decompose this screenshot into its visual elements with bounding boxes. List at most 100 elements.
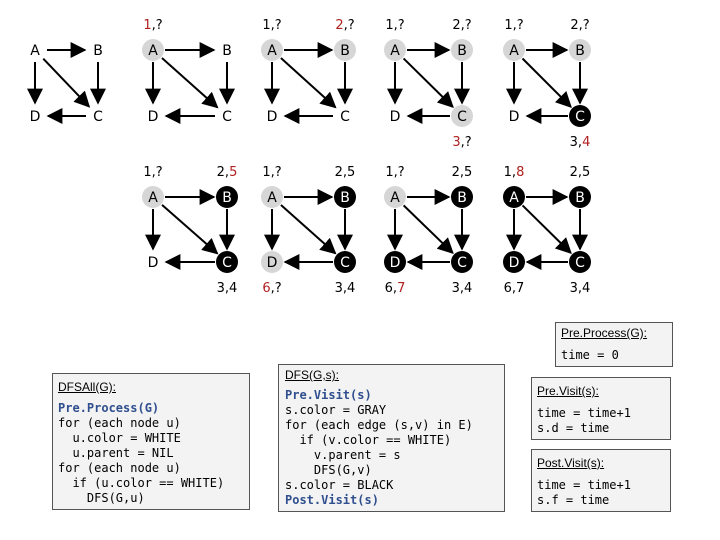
node-C-time-label: 3,? [452,135,471,150]
node-C [216,105,238,127]
preprocess-code-line-0: time = 0 [561,348,619,362]
node-A-time-label: 1,? [262,18,281,33]
node-B-name: B [457,43,467,59]
node-D-name: D [148,109,159,125]
time-label-part: 3,4 [217,281,238,296]
previsit-code-line-0: time = time+1 [537,406,631,420]
dfsall-code-line-3: u.parent = NIL [58,446,174,460]
node-D [503,251,525,273]
node-C-name: C [340,255,350,271]
time-label-part: 2,? [452,18,471,33]
node-D [384,105,406,127]
node-D [142,251,164,273]
node-D [261,251,283,273]
dfsall-code-line-6: DFS(G,u) [58,491,145,505]
edge-A-C [161,57,219,109]
postvisit-code-box: Post.Visit(s): time = time+1 s.f = time [531,449,671,512]
node-D-name: D [509,109,520,125]
postvisit-code: time = time+1 s.f = time [537,478,631,508]
node-D-name: D [267,255,278,271]
node-B-name: B [93,43,103,59]
time-label-part: 7 [397,281,405,296]
edge-A-C [521,204,572,255]
preprocess-title: Pre.Process(G): [561,326,648,340]
postvisit-code-line-1: s.f = time [537,493,610,507]
edge-A-C [42,57,91,108]
graph-panel-9: A1,8B2,5C3,4D6,7 [503,165,591,296]
time-label-part: 6, [385,281,397,296]
edge-A-C [280,204,337,255]
node-D-name: D [30,109,41,125]
node-B-time-label: 2,5 [570,165,591,180]
node-D-time-label: 6,7 [385,281,406,296]
time-label-part: ,? [461,135,472,150]
time-label-part: 2, [217,165,229,180]
node-A [384,186,406,208]
node-D [261,105,283,127]
node-B-name: B [222,190,232,206]
edge-A-C [161,204,219,255]
dfs-title: DFS(G,s): [285,368,339,382]
node-A-time-label: 1,? [385,165,404,180]
time-label-part: 3, [570,135,582,150]
dfs-code-line-1: s.color = GRAY [285,403,387,417]
node-A-name: A [267,190,277,206]
node-B [216,39,238,61]
time-label-part: 6,7 [504,281,525,296]
dfs-code-line-0: Pre.Visit(s) [285,388,372,402]
dfsall-code-line-1: for (each node u) [58,416,181,430]
node-B-time-label: 2,5 [335,165,356,180]
dfs-code: Pre.Visit(s) s.color = GRAY for (each ed… [285,388,473,508]
time-label-part: 2,? [570,18,589,33]
node-D [384,251,406,273]
time-label-part: 1 [143,18,151,33]
postvisit-code-line-0: time = time+1 [537,478,631,492]
node-B [87,39,109,61]
node-D-name: D [390,109,401,125]
node-A [384,39,406,61]
node-B-time-label: 2,5 [452,165,473,180]
node-C-time-label: 3,4 [217,281,238,296]
dfsall-code-line-4: for (each node u) [58,461,181,475]
edge-A-C [280,57,337,109]
time-label-part: 3,4 [335,281,356,296]
node-C [451,105,473,127]
node-A [142,39,164,61]
time-label-part: 2,5 [452,165,473,180]
time-label-part: 3,4 [570,281,591,296]
node-C-time-label: 3,4 [335,281,356,296]
dfsall-code-line-0: Pre.Process(G) [58,401,160,415]
previsit-code-line-1: s.d = time [537,421,610,435]
node-C [334,105,356,127]
node-B-time-label: 2,? [570,18,589,33]
graph-panel-8: A1,?B2,5C3,4D6,7 [384,165,473,296]
node-B [569,186,591,208]
node-C-name: C [222,109,232,125]
graph-panel-2: A1,?BCD [142,18,238,127]
node-B-name: B [457,190,467,206]
time-label-part: 1,? [262,18,281,33]
node-A [261,39,283,61]
node-A [503,186,525,208]
node-A-name: A [390,190,400,206]
time-label-part: 8 [516,165,524,180]
time-label-part: 6 [262,281,270,296]
dfs-code-line-7: Post.Visit(s) [285,493,379,507]
node-A-time-label: 1,? [504,18,523,33]
node-D-name: D [509,255,520,271]
node-A-time-label: 1,? [262,165,281,180]
node-D-time-label: 6,? [262,281,281,296]
time-label-part: 1,? [385,18,404,33]
time-label-part: 1,? [262,165,281,180]
dfs-code-line-5: DFS(G,v) [285,463,372,477]
preprocess-code: time = 0 [561,348,619,363]
time-label-part: ,? [152,18,163,33]
node-A-name: A [509,190,519,206]
node-A [142,186,164,208]
time-label-part: 3 [452,135,460,150]
graph-panel-5: A1,?B2,?C3,4D [503,18,591,150]
graph-panel-3: A1,?B2,?CD [261,18,356,127]
node-B-name: B [340,43,350,59]
node-C [451,251,473,273]
